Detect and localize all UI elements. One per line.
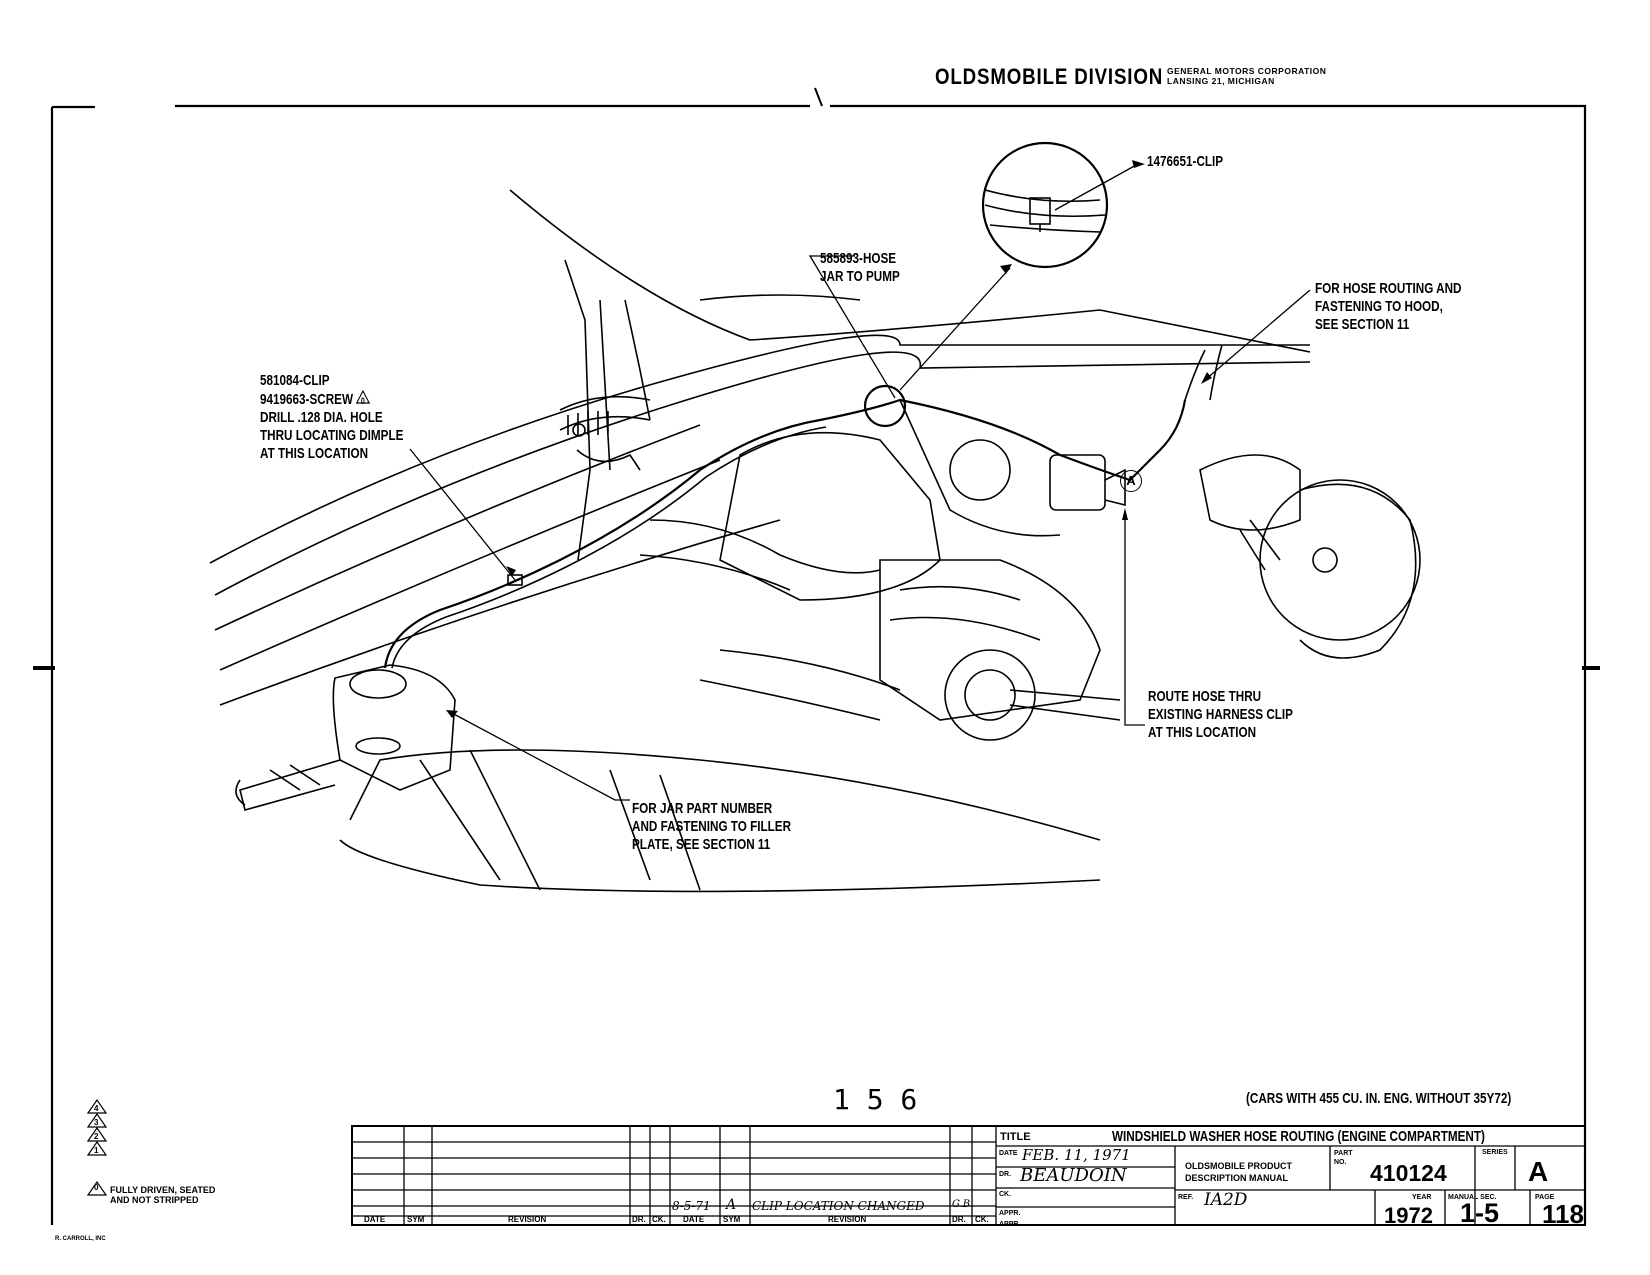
revision-drafter: G.B.	[952, 1199, 974, 1210]
jar-callout-line: PLATE, SEE SECTION 11	[632, 836, 771, 853]
date-label: DATE	[999, 1150, 1018, 1157]
checked-by-label: CK.	[999, 1191, 1012, 1198]
clip-callout-line: DRILL .128 DIA. HOLE	[260, 409, 383, 426]
legend-number: 4	[94, 1104, 99, 1113]
part-number: 410124	[1370, 1160, 1447, 1186]
revision-description: CLIP LOCATION CHANGED	[752, 1199, 925, 1213]
revision-triangle-icon: 0	[356, 390, 371, 406]
applicability-note: (CARS WITH 455 CU. IN. ENG. WITHOUT 35Y7…	[1246, 1090, 1512, 1107]
rev-header-dr: DR.	[952, 1215, 966, 1224]
series-label: SERIES	[1482, 1149, 1508, 1156]
rev-header-revision: REVISION	[828, 1215, 867, 1224]
approved-by-label: APPR.	[999, 1221, 1021, 1228]
hose-part-label: 585893-HOSE	[820, 250, 897, 267]
rev-header-revision: REVISION	[508, 1215, 547, 1224]
rev-header-dr: DR.	[632, 1215, 646, 1224]
part-no-label: PART NO.	[1334, 1149, 1353, 1167]
hood-callout-line: SEE SECTION 11	[1315, 316, 1410, 333]
clip-screw-callout: 581084-CLIP 9419663-SCREW 0 DRILL .128 D…	[260, 372, 403, 463]
rev-header-ck: CK.	[975, 1215, 989, 1224]
jar-callout: FOR JAR PART NUMBER AND FASTENING TO FIL…	[632, 800, 791, 854]
hood-callout-line: FOR HOSE ROUTING AND	[1315, 280, 1462, 297]
legend-zero: 0	[94, 1183, 99, 1192]
rev-header-ck: CK.	[652, 1215, 666, 1224]
hose-callout: 585893-HOSE JAR TO PUMP	[820, 250, 900, 286]
page-label: PAGE	[1535, 1194, 1555, 1201]
division-title: OLDSMOBILE DIVISION	[935, 64, 1164, 89]
part-label-line: NO.	[1334, 1159, 1347, 1166]
harness-clip-callout: ROUTE HOSE THRU EXISTING HARNESS CLIP AT…	[1148, 688, 1293, 742]
part-label-line: PART	[1334, 1150, 1353, 1157]
jar-callout-line: AND FASTENING TO FILLER	[632, 818, 792, 835]
legend-number: 3	[94, 1118, 99, 1127]
corporation-info: GENERAL MOTORS CORPORATION LANSING 21, M…	[1167, 66, 1326, 86]
drawn-by-label: DR.	[999, 1171, 1012, 1178]
ref-value: IA2D	[1204, 1190, 1248, 1210]
hose-description: JAR TO PUMP	[820, 268, 900, 285]
manual-sec-label: MANUAL SEC.	[1448, 1194, 1497, 1201]
jar-callout-line: FOR JAR PART NUMBER	[632, 800, 773, 817]
location-marker-a: A	[1120, 470, 1142, 492]
manual-section: 1-5	[1460, 1198, 1500, 1228]
hood-callout-line: FASTENING TO HOOD,	[1315, 298, 1443, 315]
year-label: YEAR	[1412, 1194, 1432, 1201]
ref-label: REF.	[1178, 1194, 1194, 1201]
clip-callout-line: 581084-CLIP	[260, 372, 330, 389]
legend-triangle-numbers: 4 3 2 1	[94, 1102, 98, 1158]
legend-note: FULLY DRIVEN, SEATED AND NOT STRIPPED	[110, 1185, 215, 1205]
route-callout-line: EXISTING HARNESS CLIP	[1148, 706, 1293, 723]
drawing-title: WINDSHIELD WASHER HOSE ROUTING (ENGINE C…	[1112, 1128, 1485, 1145]
legend-number: 1	[94, 1146, 99, 1155]
corporation-name: GENERAL MOTORS CORPORATION	[1167, 66, 1327, 76]
rev-header-date: DATE	[683, 1215, 705, 1224]
route-callout-line: ROUTE HOSE THRU	[1148, 688, 1262, 705]
drawn-by: BEAUDOIN	[1020, 1165, 1127, 1186]
manual-name-line: OLDSMOBILE PRODUCT	[1185, 1161, 1292, 1171]
clip-callout-line: THRU LOCATING DIMPLE	[260, 427, 404, 444]
rev-header-date: DATE	[364, 1215, 386, 1224]
corporation-location: LANSING 21, MICHIGAN	[1167, 76, 1275, 86]
rev-header-sym: SYM	[407, 1215, 425, 1224]
drawing-date: FEB. 11, 1971	[1022, 1146, 1131, 1164]
manual-name-line: DESCRIPTION MANUAL	[1185, 1173, 1288, 1183]
legend-number: 2	[94, 1132, 99, 1141]
clip-detail-callout: 1476651-CLIP	[1147, 153, 1224, 170]
series-value: A	[1528, 1156, 1549, 1187]
hood-routing-callout: FOR HOSE ROUTING AND FASTENING TO HOOD, …	[1315, 280, 1461, 334]
title-label: TITLE	[1000, 1131, 1031, 1143]
legend-note-line: FULLY DRIVEN, SEATED	[110, 1185, 216, 1195]
page-number: 118	[1542, 1199, 1584, 1229]
legend-note-line: AND NOT STRIPPED	[110, 1195, 199, 1205]
revision-symbol: A	[726, 1197, 737, 1213]
route-callout-line: AT THIS LOCATION	[1148, 724, 1257, 741]
clip-callout-line: AT THIS LOCATION	[260, 445, 369, 462]
year-value: 1972	[1384, 1203, 1433, 1228]
revision-date: 8-5-71	[672, 1199, 711, 1213]
clip-callout-line: 9419663-SCREW 0	[260, 390, 403, 409]
approved-by-label: APPR.	[999, 1210, 1021, 1217]
sheet-number: 1 5 6	[833, 1083, 918, 1116]
rev-header-sym: SYM	[723, 1215, 741, 1224]
printer-credit: R. CARROLL, INC	[55, 1236, 106, 1242]
manual-name: OLDSMOBILE PRODUCT DESCRIPTION MANUAL	[1185, 1160, 1292, 1184]
